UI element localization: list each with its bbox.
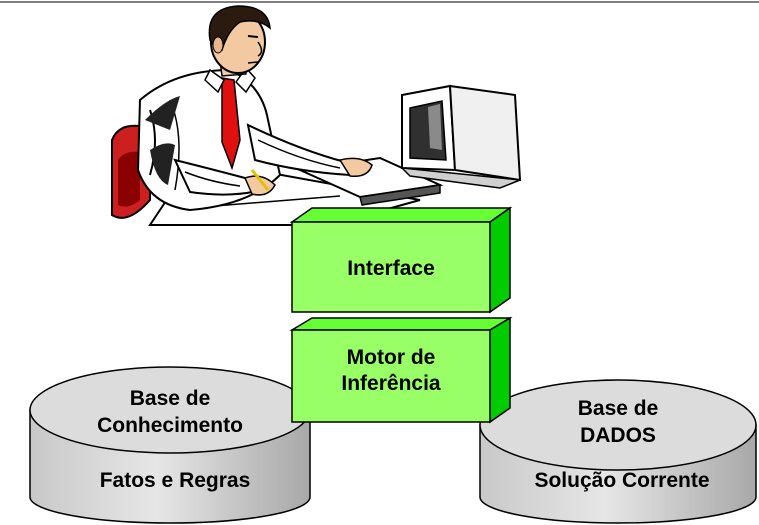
data-base-title-line2: DADOS [580, 424, 656, 447]
interface-label: Interface [347, 257, 435, 280]
knowledge-base-subtitle: Fatos e Regras [100, 469, 251, 492]
data-base-cylinder: Base de DADOS Solução Corrente [479, 379, 757, 524]
data-base-title-line1: Base de [578, 397, 659, 420]
inference-engine-label-line1: Motor de [347, 346, 436, 369]
inference-engine-block: Motor de Inferência [289, 316, 513, 424]
knowledge-base-title-line1: Base de [130, 387, 211, 410]
inference-engine-label-line2: Inferência [341, 372, 441, 395]
man-at-computer-icon [111, 5, 522, 226]
knowledge-base-title-line2: Conhecimento [97, 414, 243, 437]
interface-block: Interface [289, 206, 513, 314]
knowledge-base-cylinder: Base de Conhecimento Fatos e Regras [29, 366, 311, 524]
data-base-subtitle: Solução Corrente [534, 469, 709, 492]
